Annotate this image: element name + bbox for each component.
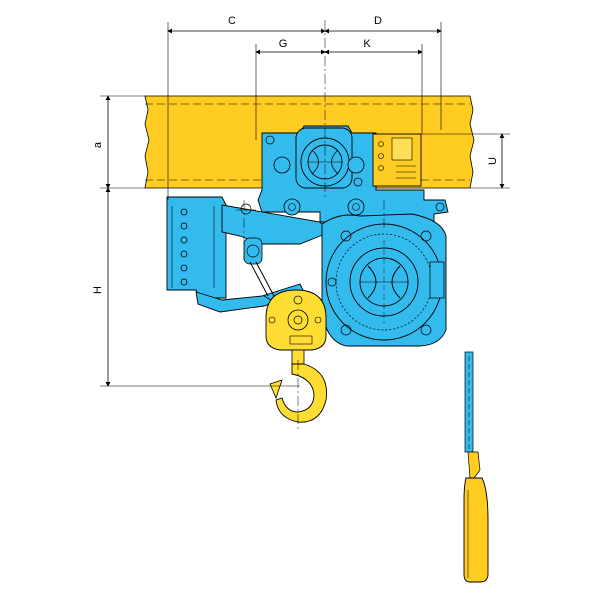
hoist-motor <box>321 213 447 347</box>
hook-block <box>265 289 327 423</box>
dimension-label-h: H <box>92 286 104 294</box>
center-lines <box>236 20 385 430</box>
dimension-label-d: D <box>374 15 382 27</box>
dimension-label-c: C <box>228 15 236 27</box>
trolley-motor <box>265 127 365 189</box>
rope-pulley <box>243 237 279 305</box>
dimension-lines <box>100 22 510 387</box>
control-box <box>372 133 422 187</box>
dimension-label-u: U <box>487 157 499 165</box>
trolley-wheels <box>240 198 445 216</box>
pendant-control <box>463 351 489 583</box>
dimension-label-a: a <box>92 141 104 148</box>
dimension-label-k: K <box>363 38 371 50</box>
dimension-label-g: G <box>279 38 288 50</box>
bracket-bolts <box>171 206 215 288</box>
